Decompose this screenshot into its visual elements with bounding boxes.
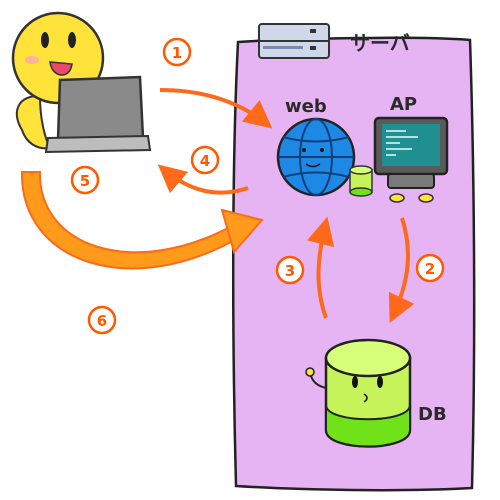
client-user: [11, 11, 152, 154]
arrow-step-4: [157, 164, 249, 195]
ap-label: AP: [390, 94, 417, 115]
step-badge-6: 6: [87, 305, 117, 335]
step-badge-1: 1: [162, 37, 192, 67]
step-number-3: 3: [285, 262, 295, 280]
arrow-step-2: [388, 217, 415, 324]
arrow-step-1: [159, 88, 273, 129]
step-badge-2: 2: [415, 253, 445, 283]
arrow-step-3: [306, 216, 335, 319]
small-db-icon: [349, 165, 373, 197]
step-badge-4: 4: [190, 145, 220, 175]
step-badge-5: 5: [70, 165, 100, 195]
ap-monitor-icon: [373, 116, 449, 203]
step-badge-3: 3: [275, 255, 305, 285]
db-label: DB: [418, 404, 447, 425]
step-number-2: 2: [425, 260, 435, 278]
server-label: サーバ: [350, 31, 410, 55]
laptop-icon: [44, 75, 152, 154]
web-label: web: [285, 96, 327, 117]
step-number-4: 4: [200, 152, 210, 170]
arrow-step-6: [20, 171, 264, 270]
db-character: [305, 338, 412, 448]
step-number-5: 5: [80, 172, 90, 190]
server-icon: [258, 23, 330, 59]
web-globe-icon: [276, 117, 356, 197]
step-number-6: 6: [97, 312, 107, 330]
step-number-1: 1: [172, 44, 182, 62]
